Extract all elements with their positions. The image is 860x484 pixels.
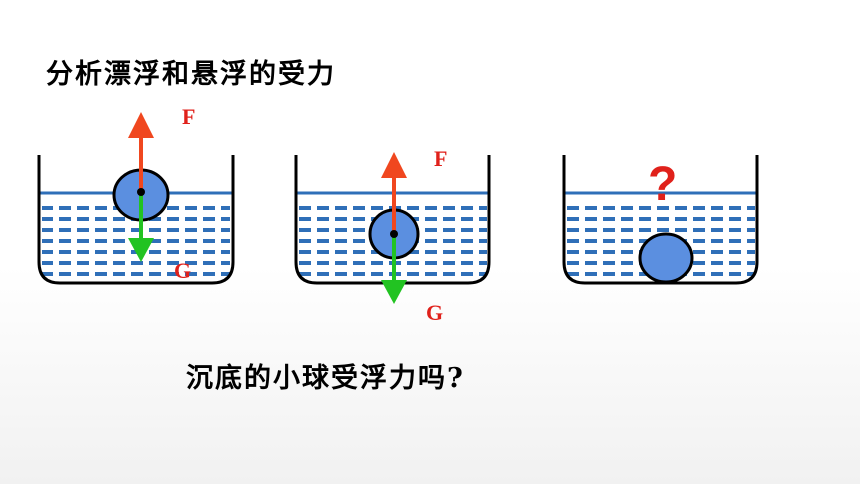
buoyancy-arrow-head <box>381 152 407 178</box>
gravity-arrow-head <box>381 280 407 304</box>
buoyancy-arrow-head <box>128 112 154 138</box>
buoyancy-label: F <box>434 146 447 171</box>
center-dot <box>137 188 145 196</box>
beaker <box>37 155 235 285</box>
panel-suspended: F G <box>294 146 491 325</box>
panel-floating: F G <box>37 104 235 285</box>
question-mark-icon: ? <box>648 158 677 211</box>
panel-sunk: ? <box>562 155 759 285</box>
buoyancy-label: F <box>182 104 195 129</box>
gravity-label: G <box>426 300 443 325</box>
gravity-arrow-head <box>128 238 154 262</box>
gravity-label: G <box>174 258 191 283</box>
slide-title: 分析漂浮和悬浮的受力 <box>46 59 336 90</box>
question-text: 沉底的小球受浮力吗? <box>186 363 465 394</box>
sunk-ball <box>638 232 694 284</box>
center-dot <box>390 230 398 238</box>
